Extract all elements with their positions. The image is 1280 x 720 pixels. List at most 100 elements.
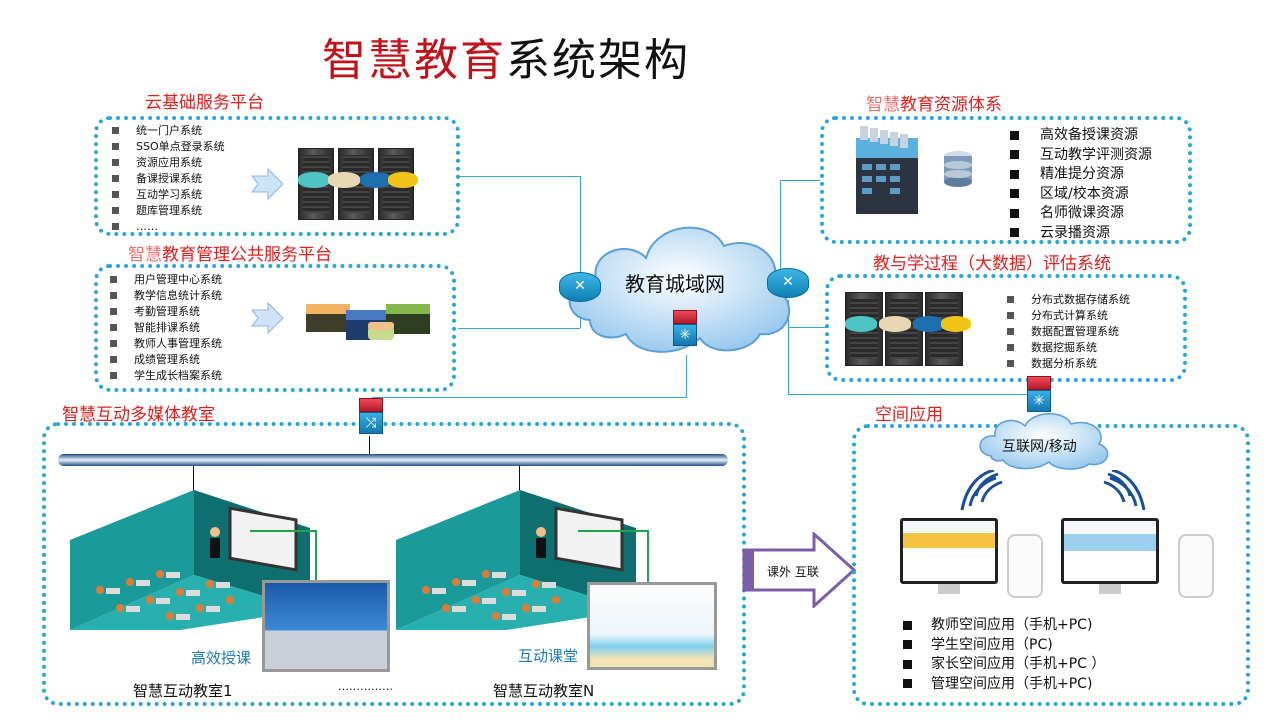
database-disk-icon xyxy=(913,316,945,332)
connector-line xyxy=(686,355,687,397)
space-title: 空间应用 xyxy=(875,405,943,425)
connector-line xyxy=(458,328,580,329)
room1-caption: 高效授课 xyxy=(191,649,252,667)
core-switch-icon: ✳ xyxy=(673,310,697,346)
mobile-phone-icon xyxy=(1007,534,1043,598)
page-title: 智慧教育系统架构 xyxy=(322,24,690,88)
list-item: 数据配置管理系统 xyxy=(1007,324,1130,340)
router-left-icon: ✕ xyxy=(559,272,601,302)
list-item: 题库管理系统 xyxy=(112,203,225,219)
list-item: 区域/校本资源 xyxy=(1010,185,1152,205)
list-item: …… xyxy=(112,219,225,235)
connector-line xyxy=(519,466,520,496)
list-item: 教学信息统计系统 xyxy=(110,288,222,304)
teaching-screen-n xyxy=(587,582,717,670)
arrow-right-icon xyxy=(251,168,284,200)
list-item: 家长空间应用（手机+PC ） xyxy=(903,655,1105,675)
wireless-signal-right-icon xyxy=(1103,470,1146,511)
management-title: 智慧教育管理公共服务平台 xyxy=(128,240,332,265)
connector-line xyxy=(788,327,826,328)
wireless-signal-left-icon xyxy=(960,470,1003,511)
resources-list: 高效备授课资源 互动教学评测资源 精准提分资源 区域/校本资源 名师微课资源 云… xyxy=(1010,126,1152,243)
list-item: 互动学习系统 xyxy=(112,187,225,203)
classroom-switch-icon: ⤨ xyxy=(359,398,383,434)
database-disk-icon xyxy=(941,316,971,332)
classroom-n-illustration xyxy=(396,490,636,630)
connector-line xyxy=(372,397,687,398)
roomN-caption: 互动课堂 xyxy=(518,647,579,665)
monitor-stand xyxy=(1099,584,1121,594)
pc-monitor-icon xyxy=(1061,518,1159,584)
list-item: 数据分析系统 xyxy=(1007,356,1130,372)
list-item: 考勤管理系统 xyxy=(110,304,222,320)
green-link-line xyxy=(315,530,317,582)
rooms-ellipsis: …………… xyxy=(338,680,393,693)
list-item: 高效备授课资源 xyxy=(1010,126,1152,146)
list-item: 学生空间应用（PC) xyxy=(903,636,1105,656)
database-disk-icon xyxy=(879,316,911,332)
list-item: 资源应用系统 xyxy=(112,155,225,171)
router-right-icon: ✕ xyxy=(767,268,809,298)
database-disk-icon xyxy=(845,316,877,332)
space-list: 教师空间应用（手机+PC) 学生空间应用（PC) 家长空间应用（手机+PC ） … xyxy=(903,616,1105,694)
list-item: 互动教学评测资源 xyxy=(1010,146,1152,166)
database-disk-icon xyxy=(360,172,392,188)
server-stack-icon xyxy=(306,304,430,340)
list-item: 智能排课系统 xyxy=(110,320,222,336)
list-item: 分布式数据存储系统 xyxy=(1007,292,1130,308)
internet-cloud-icon xyxy=(979,413,1109,470)
green-link-line xyxy=(578,530,648,532)
roomN-name: 智慧互动教室N xyxy=(493,682,595,700)
green-link-line xyxy=(647,530,649,584)
bigdata-title: 教与学过程（大数据）评估系统 xyxy=(873,254,1111,274)
list-item: 精准提分资源 xyxy=(1010,165,1152,185)
list-item: 用户管理中心系统 xyxy=(110,272,222,288)
list-item: 名师微课资源 xyxy=(1010,204,1152,224)
cloud-service-list: 统一门户系统 SSO单点登录系统 资源应用系统 备课授课系统 互动学习系统 题库… xyxy=(112,123,225,235)
list-item: 统一门户系统 xyxy=(112,123,225,139)
connector-line xyxy=(580,176,581,291)
connector-line xyxy=(780,180,820,181)
classroom-title: 智慧互动多媒体教室 xyxy=(62,405,215,425)
management-title-main: 教育管理公共服务平台 xyxy=(162,245,332,265)
list-item: SSO单点登录系统 xyxy=(112,139,225,155)
bigdata-box: 分布式数据存储系统 分布式计算系统 数据配置管理系统 数据挖掘系统 数据分析系统 xyxy=(825,274,1187,382)
green-link-line xyxy=(250,530,316,532)
metro-network-label: 教育城域网 xyxy=(625,272,725,296)
cloud-service-title: 云基础服务平台 xyxy=(145,93,264,113)
internet-switch-icon: ✳ xyxy=(1027,376,1051,412)
network-bus xyxy=(58,454,728,466)
list-item: 数据挖掘系统 xyxy=(1007,340,1130,356)
data-center-icon xyxy=(856,126,918,214)
connector-line xyxy=(788,300,789,394)
management-box: 用户管理中心系统 教学信息统计系统 考勤管理系统 智能排课系统 教师人事管理系统… xyxy=(94,264,456,392)
resources-title-light: 智慧 xyxy=(866,95,900,115)
database-icon xyxy=(944,151,972,187)
connector-line xyxy=(193,466,194,496)
list-item: 学生成长档案系统 xyxy=(110,368,222,384)
resources-title-main: 教育资源体系 xyxy=(900,95,1002,115)
management-title-light: 智慧 xyxy=(128,245,162,265)
title-highlight: 智慧教育 xyxy=(322,35,506,86)
connector-line xyxy=(788,394,1038,395)
after-class-link-label: 课外 互联 xyxy=(767,565,819,579)
arrow-right-icon xyxy=(251,302,284,334)
connector-line xyxy=(780,180,781,280)
list-item: 备课授课系统 xyxy=(112,171,225,187)
resources-box: 高效备授课资源 互动教学评测资源 精准提分资源 区域/校本资源 名师微课资源 云… xyxy=(820,116,1192,244)
title-rest: 系统架构 xyxy=(506,35,690,86)
list-item: 云录播资源 xyxy=(1010,224,1152,244)
after-class-link-arrow xyxy=(742,532,857,608)
monitor-stand xyxy=(938,584,960,594)
connector-line xyxy=(369,436,370,454)
connector-line xyxy=(458,176,580,177)
bigdata-list: 分布式数据存储系统 分布式计算系统 数据配置管理系统 数据挖掘系统 数据分析系统 xyxy=(1007,292,1130,372)
room1-name: 智慧互动教室1 xyxy=(133,682,233,700)
pc-monitor-icon xyxy=(900,518,998,584)
management-list: 用户管理中心系统 教学信息统计系统 考勤管理系统 智能排课系统 教师人事管理系统… xyxy=(110,272,222,384)
list-item: 成绩管理系统 xyxy=(110,352,222,368)
list-item: 分布式计算系统 xyxy=(1007,308,1130,324)
list-item: 教师空间应用（手机+PC) xyxy=(903,616,1105,636)
teaching-screen-1 xyxy=(262,580,390,672)
internet-cloud-label: 互联网/移动 xyxy=(1002,439,1077,455)
